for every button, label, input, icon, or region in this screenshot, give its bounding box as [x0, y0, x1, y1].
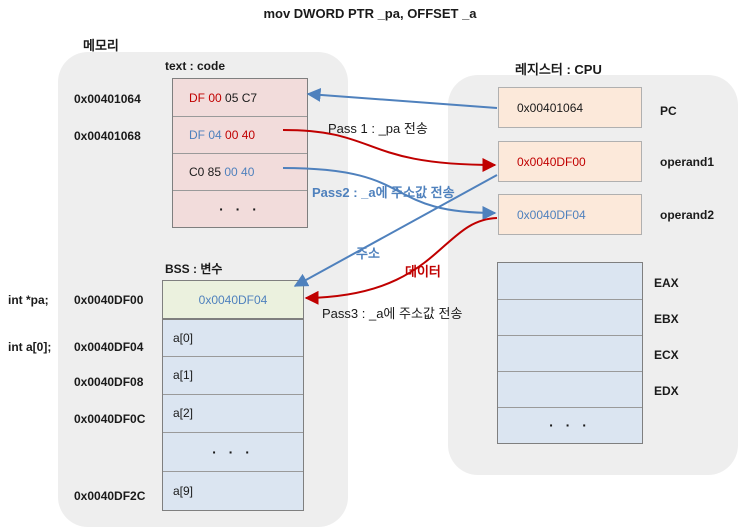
register-ecx-name: ECX: [654, 348, 679, 362]
code-byte: DF 04: [189, 127, 222, 142]
register-ebx-name: EBX: [654, 312, 679, 326]
register-operand2: 0x0040DF04: [498, 194, 642, 235]
text-section-label: text : code: [165, 59, 226, 73]
pass1-label: Pass 1 : _pa 전송: [328, 121, 428, 136]
code-row-divider: [173, 116, 307, 117]
register-eax-name: EAX: [654, 276, 679, 290]
bss-array: a[0] a[1] a[2] · · · a[9]: [162, 319, 304, 511]
bss-address: 0x0040DF08: [74, 375, 144, 389]
bss-decl: int a[0];: [8, 340, 52, 354]
register-operand2-value: 0x0040DF04: [517, 207, 586, 222]
register-pc: 0x00401064: [498, 87, 642, 128]
code-address: 0x00401064: [74, 92, 141, 106]
array-ellipsis: · · ·: [212, 443, 254, 460]
gp-divider: [498, 335, 642, 336]
code-segment: DF 00 05 C7 DF 04 00 40 C0 85 00 40 · · …: [172, 78, 308, 228]
code-byte: DF 00: [189, 90, 222, 105]
code-row-divider: [173, 190, 307, 191]
pa-value: 0x0040DF04: [198, 292, 268, 307]
code-row-divider: [173, 153, 307, 154]
register-edx-name: EDX: [654, 384, 679, 398]
register-pc-value: 0x00401064: [517, 100, 584, 115]
bss-address: 0x0040DF0C: [74, 412, 146, 426]
bss-address: 0x0040DF00: [74, 293, 144, 307]
bss-row-divider: [163, 471, 303, 472]
bss-decl: int *pa;: [8, 293, 49, 307]
bss-address: 0x0040DF04: [74, 340, 144, 354]
gp-divider: [498, 299, 642, 300]
gp-divider: [498, 407, 642, 408]
array-cell-a0: a[0]: [173, 331, 194, 345]
memory-label: 메모리: [83, 38, 119, 53]
register-operand1-name: operand1: [660, 155, 715, 169]
bss-pointer-cell: 0x0040DF04: [162, 280, 304, 319]
code-byte: 00 40: [224, 164, 255, 179]
array-cell-a9: a[9]: [173, 483, 194, 498]
bss-row-divider: [163, 394, 303, 395]
code-row: DF 00 05 C7: [189, 79, 257, 116]
code-byte: 00 40: [221, 127, 256, 142]
pass3-label: Pass3 : _a에 주소값 전송: [322, 306, 463, 321]
bss-section-label: BSS : 변수: [165, 262, 223, 276]
diagram-title: mov DWORD PTR _pa, OFFSET _a: [263, 6, 477, 21]
code-byte: 05 C7: [221, 90, 258, 105]
code-byte: C0 85: [189, 164, 225, 179]
gp-registers: · · ·: [497, 262, 643, 444]
array-cell-a2: a[2]: [173, 406, 194, 420]
bss-row-divider: [163, 356, 303, 357]
cpu-label: 레지스터 : CPU: [515, 62, 602, 77]
gp-ellipsis: · · ·: [549, 417, 591, 433]
bss-row-divider: [163, 432, 303, 433]
gp-divider: [498, 371, 642, 372]
code-row: DF 04 00 40: [189, 116, 255, 153]
data-label: 데이터: [405, 264, 441, 279]
array-cell-a1: a[1]: [173, 368, 194, 382]
code-row: C0 85 00 40: [189, 153, 254, 190]
register-operand1-value: 0x0040DF00: [517, 154, 586, 169]
pass2-label: Pass2 : _a에 주소값 전송: [312, 185, 455, 200]
register-operand1: 0x0040DF00: [498, 141, 642, 182]
register-operand2-name: operand2: [660, 208, 715, 222]
address-label: 주소: [356, 246, 380, 261]
code-address: 0x00401068: [74, 129, 141, 143]
register-pc-name: PC: [660, 104, 677, 118]
bss-address: 0x0040DF2C: [74, 489, 146, 503]
code-ellipsis: · · ·: [219, 200, 261, 217]
